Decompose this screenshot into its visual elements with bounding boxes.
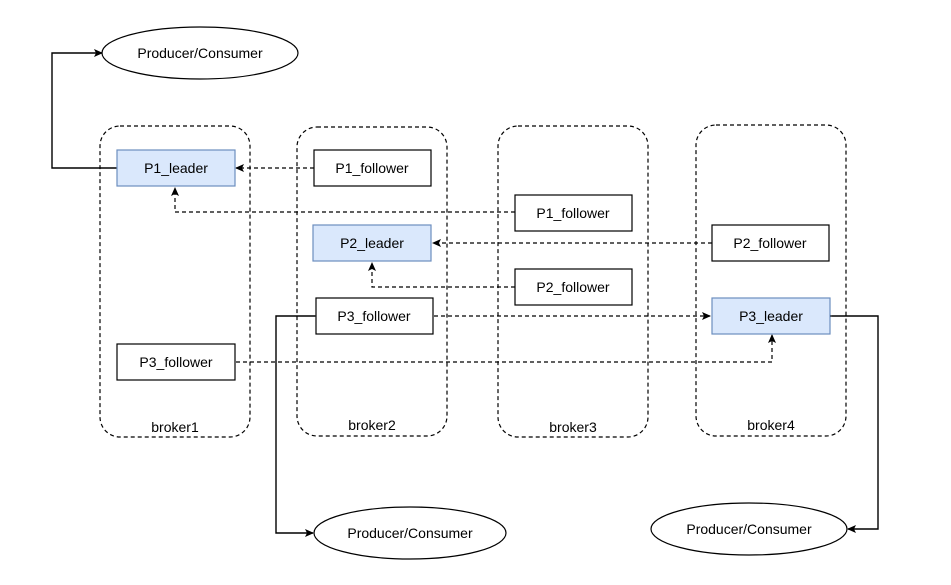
p2-follower-broker4-box: P2_follower (711, 224, 830, 262)
producer-consumer-bottom-right-label: Producer/Consumer (686, 521, 812, 537)
p3-follower-broker2-label: P3_follower (337, 308, 410, 324)
p1-leader-label: P1_leader (144, 160, 208, 176)
p1-follower-broker2-box: P1_follower (313, 149, 432, 187)
broker1-container: broker1 (99, 125, 251, 438)
producer-consumer-bottom-middle: Producer/Consumer (313, 506, 507, 560)
p2-follower-broker4-label: P2_follower (733, 235, 806, 251)
broker4-container: broker4 (695, 124, 847, 437)
producer-consumer-bottom-middle-label: Producer/Consumer (347, 525, 473, 541)
p2-follower-broker3-box: P2_follower (514, 268, 633, 306)
producer-consumer-top-label: Producer/Consumer (137, 45, 263, 61)
p1-follower-broker3-box: P1_follower (514, 194, 633, 232)
p3-leader-label: P3_leader (739, 308, 803, 324)
producer-consumer-bottom-right: Producer/Consumer (650, 502, 848, 556)
broker2-label: broker2 (348, 417, 396, 433)
broker3-container: broker3 (497, 125, 649, 438)
p2-leader-label: P2_leader (340, 235, 404, 251)
p1-follower-broker3-label: P1_follower (536, 205, 609, 221)
replication-arrow-p1-b3 (171, 187, 515, 213)
replication-arrow-p2-b3 (368, 262, 515, 288)
producer-consumer-top: Producer/Consumer (101, 26, 299, 80)
p3-follower-broker1-box: P3_follower (116, 343, 236, 381)
p1-leader-box: P1_leader (116, 149, 236, 187)
p3-leader-box: P3_leader (711, 297, 831, 335)
p3-follower-broker1-label: P3_follower (139, 354, 212, 370)
p2-leader-box: P2_leader (312, 224, 432, 262)
client-link-top (51, 49, 125, 172)
p1-follower-broker2-label: P1_follower (335, 160, 408, 176)
p3-follower-broker2-box: P3_follower (315, 297, 434, 335)
replication-arrow-p3-b1 (236, 334, 776, 363)
p2-follower-broker3-label: P2_follower (536, 279, 609, 295)
client-link-bottom-middle (275, 312, 323, 537)
broker4-label: broker4 (747, 417, 795, 433)
broker1-label: broker1 (151, 419, 199, 435)
client-link-bottom-right (824, 312, 879, 533)
broker3-label: broker3 (549, 419, 597, 435)
broker2-container: broker2 (296, 126, 448, 437)
